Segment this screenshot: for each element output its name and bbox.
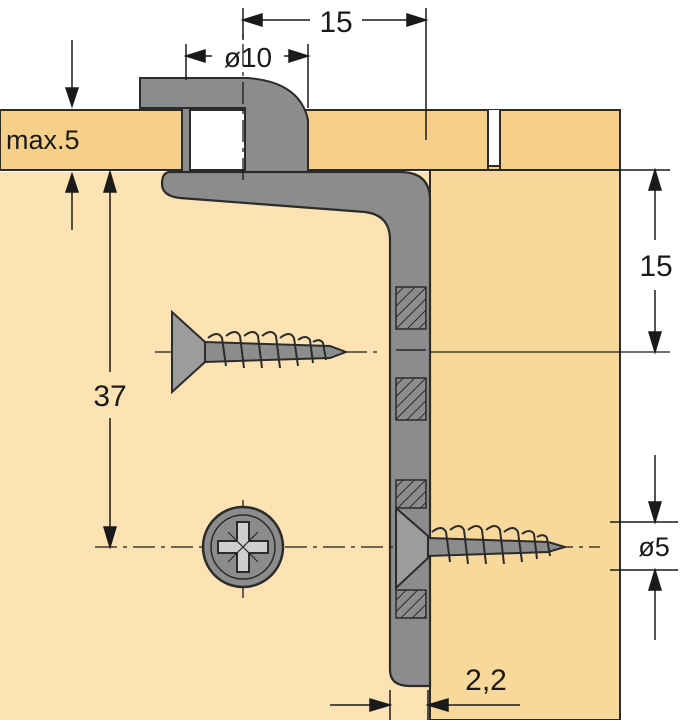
screw-diameter-label: ø5 — [638, 532, 670, 562]
dim-plate-thickness — [330, 690, 520, 720]
plate-hatch-4 — [395, 589, 427, 619]
panel-groove — [487, 110, 501, 167]
dim-top-width — [240, 8, 429, 140]
panel-hole — [181, 109, 246, 171]
dim-hole-diameter — [183, 44, 311, 108]
dim-side-offset — [620, 167, 670, 355]
plate-hatch-2 — [395, 377, 427, 421]
bracket-hook — [139, 77, 309, 173]
plate-thickness-label: 2,2 — [465, 664, 507, 697]
plate-hatch-1 — [395, 286, 427, 330]
side-offset-label: 15 — [639, 250, 672, 283]
top-width-label: 15 — [319, 6, 352, 39]
dim-screw-diameter — [610, 455, 678, 640]
dim-panel-thickness — [64, 40, 80, 230]
countersunk-screw-icon — [171, 309, 349, 395]
bracket-arm — [160, 170, 432, 688]
panel-thickness-label: max.5 — [6, 125, 80, 155]
dim-vertical-distance — [102, 169, 118, 550]
carcass-side-board — [0, 172, 430, 720]
hole-diameter-label: ø10 — [224, 42, 272, 73]
top-panel-far-right — [499, 109, 621, 171]
plate-hatch-3 — [395, 479, 427, 509]
bracket-pin — [181, 107, 191, 173]
side-panel — [429, 109, 621, 720]
top-panel-right — [304, 109, 489, 171]
pozidriv-head-icon — [201, 505, 285, 589]
countersunk-screw-icon — [395, 505, 569, 591]
top-panel-left — [0, 109, 183, 171]
vertical-distance-label: 37 — [93, 380, 126, 413]
